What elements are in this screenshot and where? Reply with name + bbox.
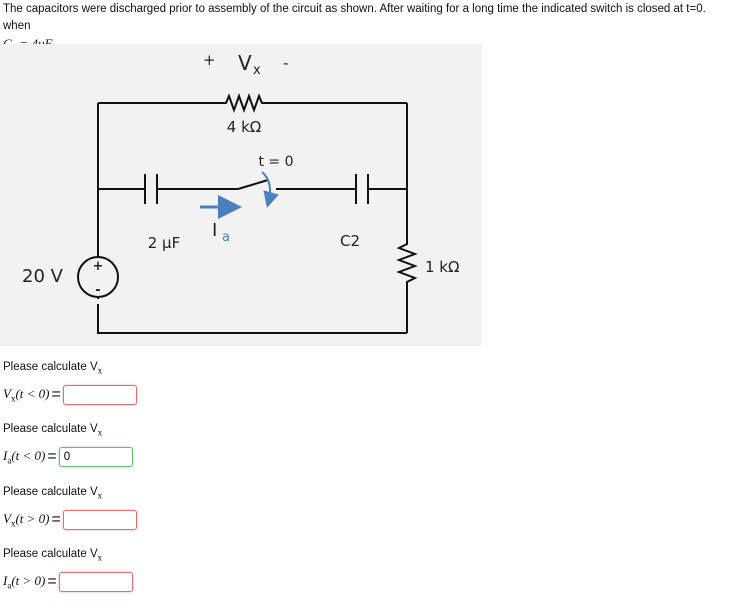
q4-prompt-text: Please calculate V [3, 548, 98, 560]
r-right-label: 1 kΩ [425, 258, 459, 276]
vx-plus: + [203, 51, 216, 69]
answer-input-3[interactable] [62, 510, 137, 530]
q1-eq: = [51, 386, 61, 403]
q3-var: V [3, 511, 11, 527]
q1-var: V [3, 386, 11, 402]
q4-prompt-sub: x [97, 552, 103, 563]
source-minus: - [95, 283, 100, 298]
q1-cond: (t < 0) [15, 386, 50, 402]
q3-var-sub: x [10, 518, 16, 529]
source-label: 20 V [22, 266, 64, 287]
q2-var: I [3, 448, 8, 464]
q3-prompt-sub: x [97, 490, 103, 501]
c2-label: C2 [340, 232, 360, 250]
q1-prompt-sub: x [97, 365, 103, 376]
capacitor-c2 [355, 174, 369, 204]
c1-label: 2 µF [148, 234, 180, 252]
switch-blade [237, 179, 269, 190]
question-3-row: Vx(t > 0)= [3, 510, 137, 530]
r-top-label: 4 kΩ [227, 118, 261, 136]
c2-name: C [3, 36, 12, 51]
q4-eq: = [47, 573, 57, 590]
switch-time-label: t = 0 [258, 154, 293, 170]
bottom-wire [97, 304, 407, 334]
vx-minus: - [283, 54, 288, 72]
q1-prompt-text: Please calculate V [3, 361, 98, 373]
circuit-diagram: + - + V x - 4 kΩ t = 0 I a 2 µF C2 20 V … [0, 44, 482, 346]
answer-input-4[interactable] [58, 572, 133, 592]
ia-label: I [212, 220, 217, 241]
question-1-prompt: Please calculate Vx [3, 358, 102, 376]
question-2-prompt: Please calculate Vx [3, 420, 102, 438]
q2-eq: = [47, 448, 57, 465]
vx-label: V [238, 51, 252, 75]
switch-arc-arrow [261, 171, 279, 208]
q3-cond: (t > 0) [15, 511, 50, 527]
question-3-prompt: Please calculate Vx [3, 483, 102, 501]
capacitor-c1 [144, 174, 158, 204]
q2-cond: (t < 0) [11, 448, 46, 464]
answer-input-2[interactable] [58, 447, 133, 467]
top-wire-resistor [98, 93, 407, 113]
right-resistor [396, 189, 418, 333]
q4-var-sub: a [7, 580, 12, 591]
q4-cond: (t > 0) [11, 573, 46, 589]
voltage-source [77, 256, 119, 298]
q3-prompt-text: Please calculate V [3, 486, 98, 498]
question-4-row: Ia(t > 0)= [3, 572, 133, 592]
wires [97, 93, 418, 334]
source-plus: + [93, 259, 104, 274]
ia-sub: a [222, 230, 230, 245]
question-4-prompt: Please calculate Vx [3, 545, 102, 563]
question-1-row: Vx(t < 0)= [3, 385, 137, 405]
q3-eq: = [51, 511, 61, 528]
vx-sub: x [253, 63, 261, 78]
q4-var: I [3, 573, 8, 589]
q2-var-sub: a [7, 455, 12, 466]
intro-text: The capacitors were discharged prior to … [3, 3, 706, 32]
circuit-svg: + - + V x - 4 kΩ t = 0 I a 2 µF C2 20 V … [22, 51, 459, 334]
q1-var-sub: x [10, 393, 16, 404]
q2-prompt-text: Please calculate V [3, 423, 98, 435]
q2-prompt-sub: x [97, 427, 103, 438]
question-2-row: Ia(t < 0)= [3, 447, 133, 467]
answer-input-1[interactable] [62, 385, 137, 405]
